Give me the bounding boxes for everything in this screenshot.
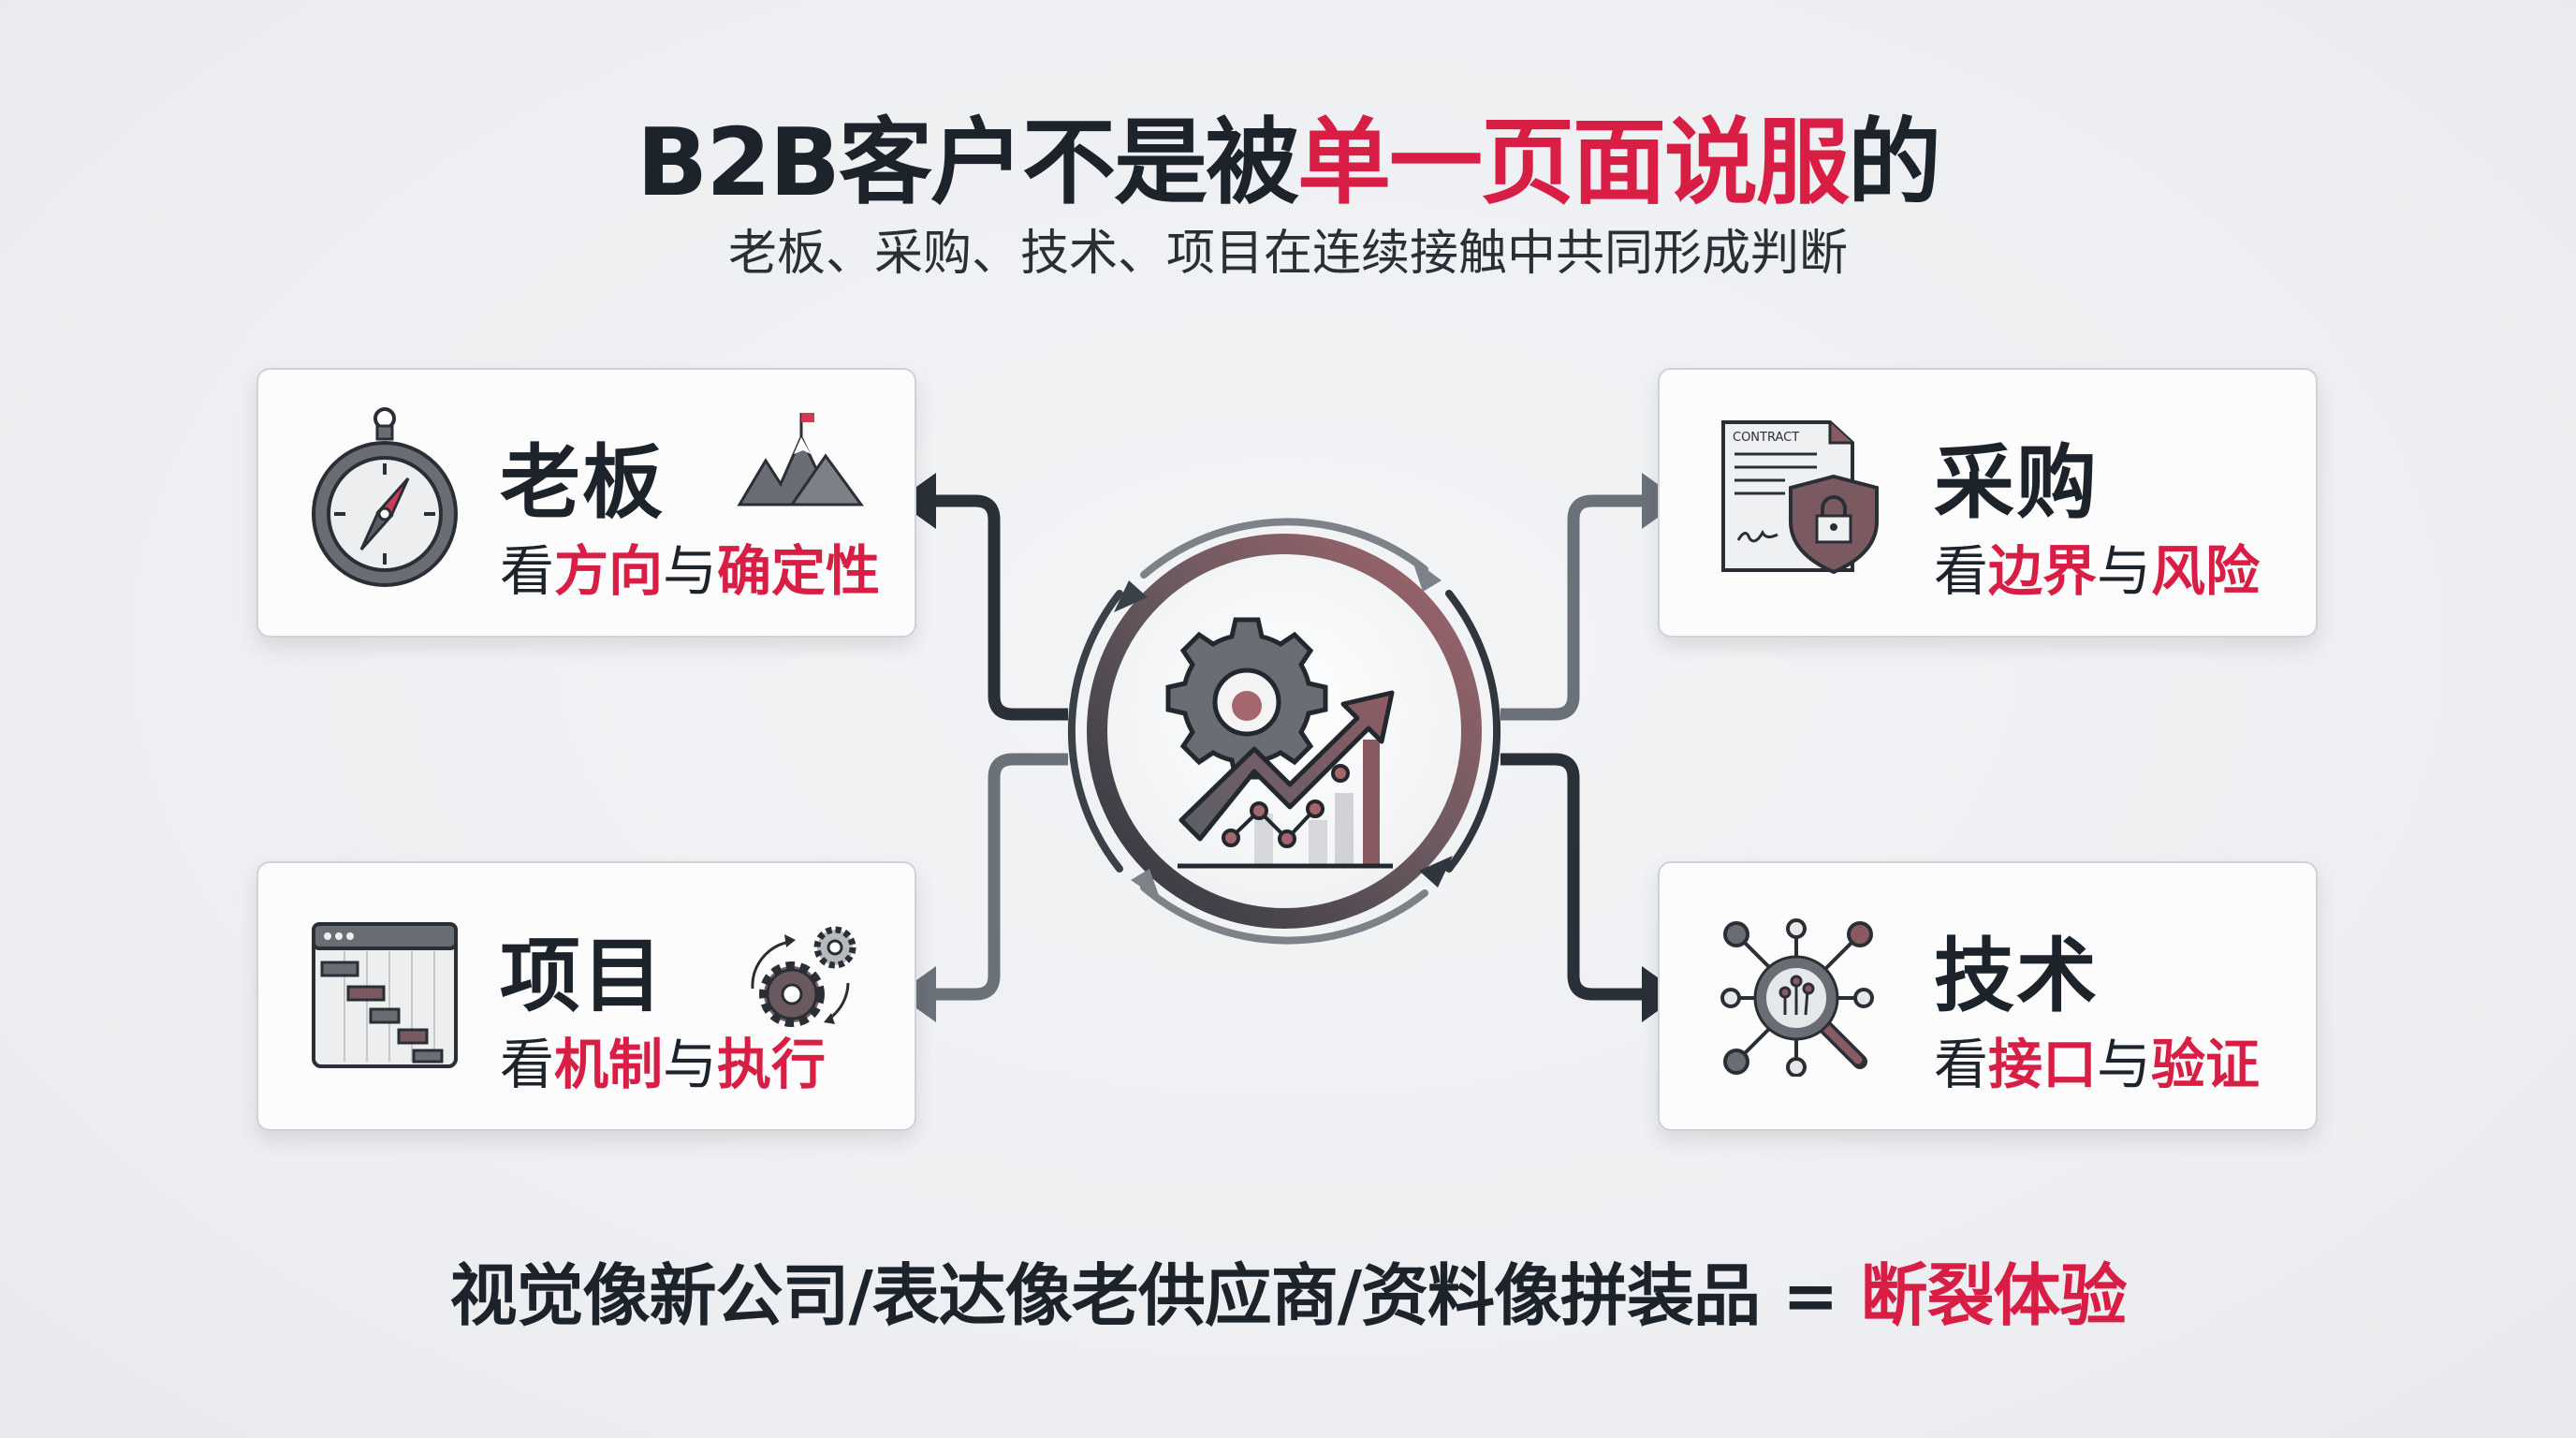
title-prefix: B2B客户不是被 [636,108,1299,217]
desc-lead: 看 [500,539,555,603]
role-description: 看机制与执行 [500,1020,826,1099]
role-description: 看方向与确定性 [500,527,880,606]
desc-focus-1: 接口 [1988,1033,2098,1096]
gear-growth-chart-icon [1165,617,1395,869]
connector-project [897,753,1068,1022]
page-subtitle: 老板、采购、技术、项目在连续接触中共同形成判断 [727,226,1848,282]
center-hub [1067,518,1501,945]
role-description: 看接口与验证 [1934,1020,2260,1099]
desc-focus-2: 验证 [2151,1033,2261,1096]
role-description: 看边界与风险 [1934,527,2260,606]
title-highlight: 单一页面说服 [1297,108,1850,217]
role-name: 采购 [1934,436,2099,530]
desc-focus-1: 方向 [554,539,664,603]
desc-focus-1: 边界 [1988,539,2098,603]
mountain-flag-icon [737,413,864,506]
desc-lead: 看 [500,1033,555,1096]
connector-tech [1500,753,1681,1022]
title-suffix: 的 [1848,108,1941,217]
gears-cycle-icon [751,926,856,1027]
statement-text: 视觉像新公司/表达像老供应商/资料像拼装品 = [449,1256,1861,1335]
role-card-project: 项目 看机制与执行 [256,861,916,1131]
arrowhead-icon [897,473,936,529]
desc-focus-2: 风险 [2151,539,2261,603]
gantt-chart-icon [312,922,458,1068]
network-magnifier-icon [1720,918,1874,1077]
role-card-procurement: CONTRACT 采购 看边界与风险 [1658,368,2318,638]
desc-focus-2: 确定性 [717,539,881,603]
role-card-boss: 老板 看方向与确定性 [256,368,916,638]
arrowhead-icon [897,966,936,1022]
desc-joiner: 与 [2097,539,2152,603]
statement-conclusion: 断裂体验 [1860,1256,2128,1335]
conclusion-statement: 视觉像新公司/表达像老供应商/资料像拼装品 = 断裂体验 [0,1240,2576,1339]
role-name: 老板 [500,436,665,530]
page-title: B2B客户不是被单一页面说服的 [0,86,2576,222]
role-name: 技术 [1934,930,2099,1023]
contract-shield-icon: CONTRACT [1721,420,1879,575]
desc-joiner: 与 [663,539,718,603]
desc-focus-2: 执行 [717,1033,827,1096]
role-card-tech: 技术 看接口与验证 [1658,861,2318,1131]
role-name: 项目 [500,930,665,1023]
compass-icon [312,407,458,587]
desc-lead: 看 [1934,1033,1989,1096]
desc-joiner: 与 [663,1033,718,1096]
cycle-arrows-icon [1067,518,1501,945]
connector-procurement [1500,473,1681,721]
desc-focus-1: 机制 [554,1033,664,1096]
contract-label: CONTRACT [1733,431,1799,445]
desc-joiner: 与 [2097,1033,2152,1096]
connector-boss [897,473,1068,721]
desc-lead: 看 [1934,539,1989,603]
